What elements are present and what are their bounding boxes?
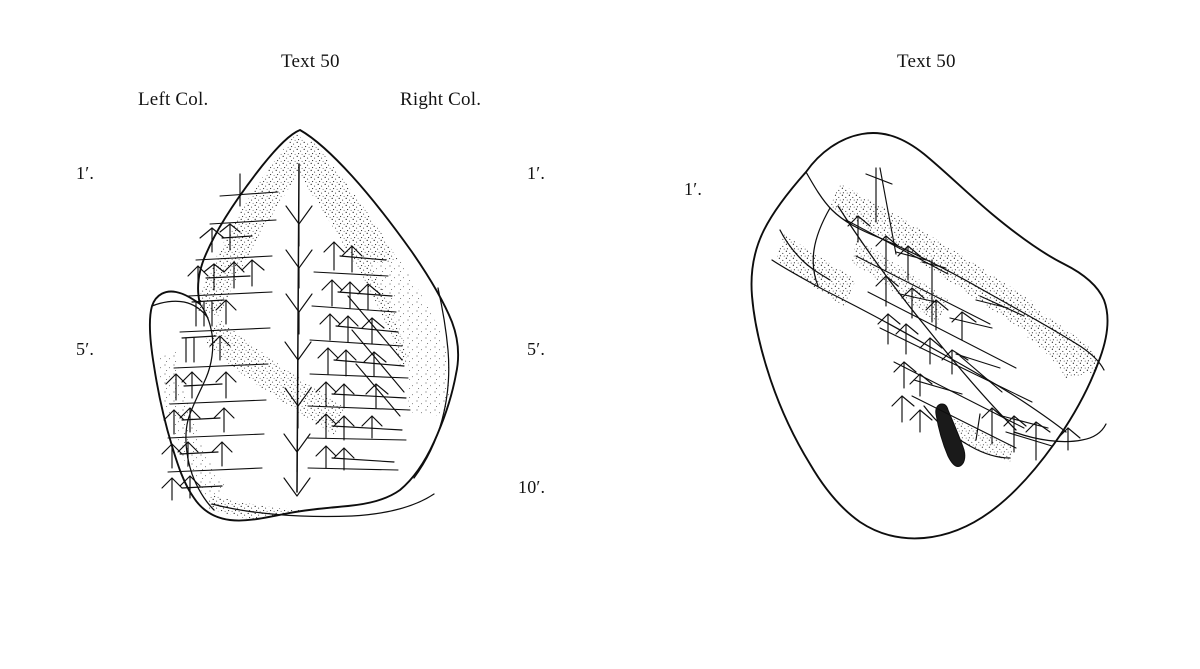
right-column-signs [315, 241, 407, 471]
right-line-mark-10: 10′. [518, 477, 546, 497]
face-boundary [837, 205, 1017, 431]
stone-fragment-reverse-drawing [750, 132, 1109, 540]
upper-rim-edge [805, 171, 1105, 371]
reverse-face-signs [847, 167, 1081, 461]
break-contour-lower [923, 405, 1011, 459]
right-panel-title: Text 50 [897, 51, 956, 72]
right-line-mark-5: 5′. [527, 339, 546, 359]
right-line-mark-1: 1′. [527, 163, 546, 183]
dark-chip [935, 403, 966, 467]
left-column-signs [161, 173, 265, 501]
eroded-surface-stipple [158, 134, 452, 521]
break-edge-right [413, 287, 450, 479]
stone-outline [750, 132, 1109, 540]
left-panel-title: Text 50 [281, 51, 340, 72]
eroded-surface-stipple [776, 184, 1097, 462]
stone-fragment-obverse-drawing [148, 129, 460, 522]
right-column-rules [307, 271, 411, 471]
flake-notch-left [151, 300, 209, 319]
lower-rim-edge [771, 259, 1067, 433]
break-contour-right [1013, 423, 1107, 443]
right-column-label: Right Col. [400, 89, 482, 110]
inner-notch-edge [812, 207, 831, 287]
column-divider-rule [296, 163, 300, 493]
reverse-line-mark-1: 1′. [684, 179, 703, 199]
left-fold-edge [779, 229, 831, 281]
left-line-mark-1: 1′. [76, 163, 95, 183]
break-edge-bottom [211, 493, 435, 518]
divider-wedge-column [283, 205, 313, 497]
left-column-label: Left Col. [138, 89, 209, 110]
stone-outline [148, 129, 460, 522]
left-column-rules [167, 191, 279, 473]
left-line-mark-5: 5′. [76, 339, 95, 359]
